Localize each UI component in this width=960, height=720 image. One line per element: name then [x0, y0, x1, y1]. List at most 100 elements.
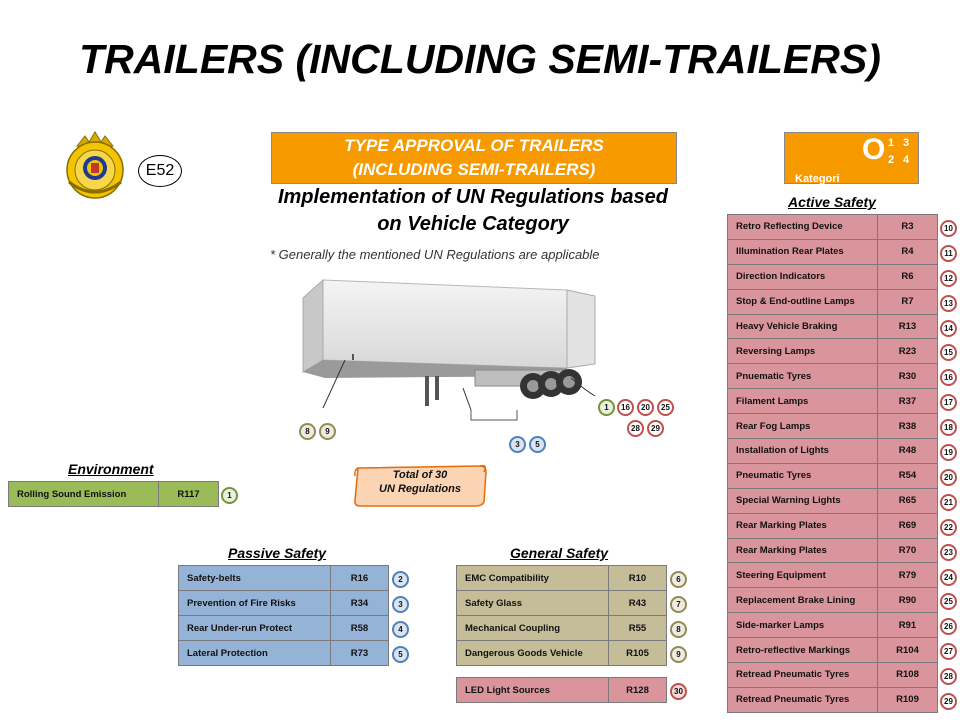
regulation-number-badge: 28	[940, 668, 957, 686]
category-sub-1: 1	[888, 137, 895, 149]
regulation-name: Stop & End-outline Lamps	[727, 288, 878, 315]
subtitle: Implementation of UN Regulations based o…	[258, 184, 688, 238]
regulation-number-badge: 4	[392, 621, 409, 638]
regulation-code: R73	[330, 640, 389, 666]
category-label: Kategori	[795, 173, 840, 185]
regulation-code: R43	[608, 590, 667, 616]
regulation-name: Reversing Lamps	[727, 338, 878, 365]
regulation-number-badge: 8	[670, 621, 687, 638]
regulation-name: Filament Lamps	[727, 388, 878, 415]
regulation-name: Dangerous Goods Vehicle	[456, 640, 609, 666]
regulation-code: R6	[877, 263, 938, 290]
jpj-logo	[55, 128, 135, 200]
regulation-code: R23	[877, 338, 938, 365]
regulation-name: Rear Under-run Protect	[178, 615, 331, 641]
regulation-code: R3	[877, 214, 938, 240]
regulation-number-badge: 6	[670, 571, 687, 588]
callout-badge: 16	[617, 399, 634, 416]
applicability-note: * Generally the mentioned UN Regulations…	[270, 247, 600, 262]
category-sub-4: 4	[903, 154, 910, 166]
regulation-code: R117	[158, 481, 219, 507]
regulation-name: Steering Equipment	[727, 562, 878, 589]
page-title: TRAILERS (INCLUDING SEMI-TRAILERS)	[79, 36, 881, 82]
regulation-code: R16	[330, 565, 389, 591]
regulation-code: R37	[877, 388, 938, 415]
callout-badge: 28	[627, 420, 644, 437]
regulation-number-badge: 16	[940, 369, 957, 387]
regulation-code: R48	[877, 438, 938, 464]
total-line1: Total of 30	[392, 469, 448, 481]
regulation-number-badge: 3	[392, 596, 409, 613]
regulation-number-badge: 10	[940, 219, 957, 237]
regulation-name: Illumination Rear Plates	[727, 238, 878, 265]
regulation-code: R91	[877, 612, 938, 639]
category-sub-2: 2	[888, 154, 895, 166]
regulation-number-badge: 24	[940, 568, 957, 586]
regulation-number-badge: 27	[940, 643, 957, 661]
regulation-name: Rear Marking Plates	[727, 537, 878, 564]
regulation-code: R105	[608, 640, 667, 666]
regulation-number-badge: 5	[392, 646, 409, 663]
regulation-number-badge: 23	[940, 543, 957, 561]
regulation-name: Pneumatic Tyres	[727, 462, 878, 489]
regulation-name: Retro-reflective Markings	[727, 637, 878, 664]
regulation-name: Retread Pneumatic Tyres	[727, 686, 878, 713]
regulation-code: R69	[877, 512, 938, 539]
regulation-number-badge: 15	[940, 344, 957, 362]
type-approval-line1: TYPE APPROVAL OF TRAILERS	[344, 136, 604, 155]
regulation-code: R34	[330, 590, 389, 616]
regulation-name: Lateral Protection	[178, 640, 331, 666]
section-title-environment: Environment	[68, 461, 154, 477]
callout-badge: 3	[509, 436, 526, 453]
section-title-passive: Passive Safety	[228, 545, 327, 561]
regulation-name: Rear Marking Plates	[727, 512, 878, 539]
regulation-name: Retread Pneumatic Tyres	[727, 662, 878, 688]
regulation-number-badge: 7	[670, 596, 687, 613]
trailer-icon	[302, 278, 596, 421]
type-approval-line2: (INCLUDING SEMI-TRAILERS)	[352, 160, 596, 179]
regulation-number-badge: 9	[670, 646, 687, 663]
callout-badge: 20	[637, 399, 654, 416]
regulation-number-badge: 13	[940, 294, 957, 312]
regulation-code: R128	[608, 677, 667, 703]
regulation-name: EMC Compatibility	[456, 565, 609, 591]
regulation-name: Replacement Brake Lining	[727, 587, 878, 614]
callout-badge: 29	[647, 420, 664, 437]
category-letter: O	[862, 133, 886, 166]
regulation-code: R104	[877, 637, 938, 664]
section-title-active: Active Safety	[788, 194, 876, 210]
regulation-code: R109	[877, 686, 938, 713]
callout-badge: 8	[299, 423, 316, 440]
regulation-name: Special Warning Lights	[727, 487, 878, 514]
regulation-number-badge: 14	[940, 319, 957, 337]
category-sub-3: 3	[903, 137, 910, 149]
total-regulations-banner: Total of 30 UN Regulations	[352, 462, 488, 508]
regulation-code: R58	[330, 615, 389, 641]
regulation-number-badge: 25	[940, 593, 957, 611]
